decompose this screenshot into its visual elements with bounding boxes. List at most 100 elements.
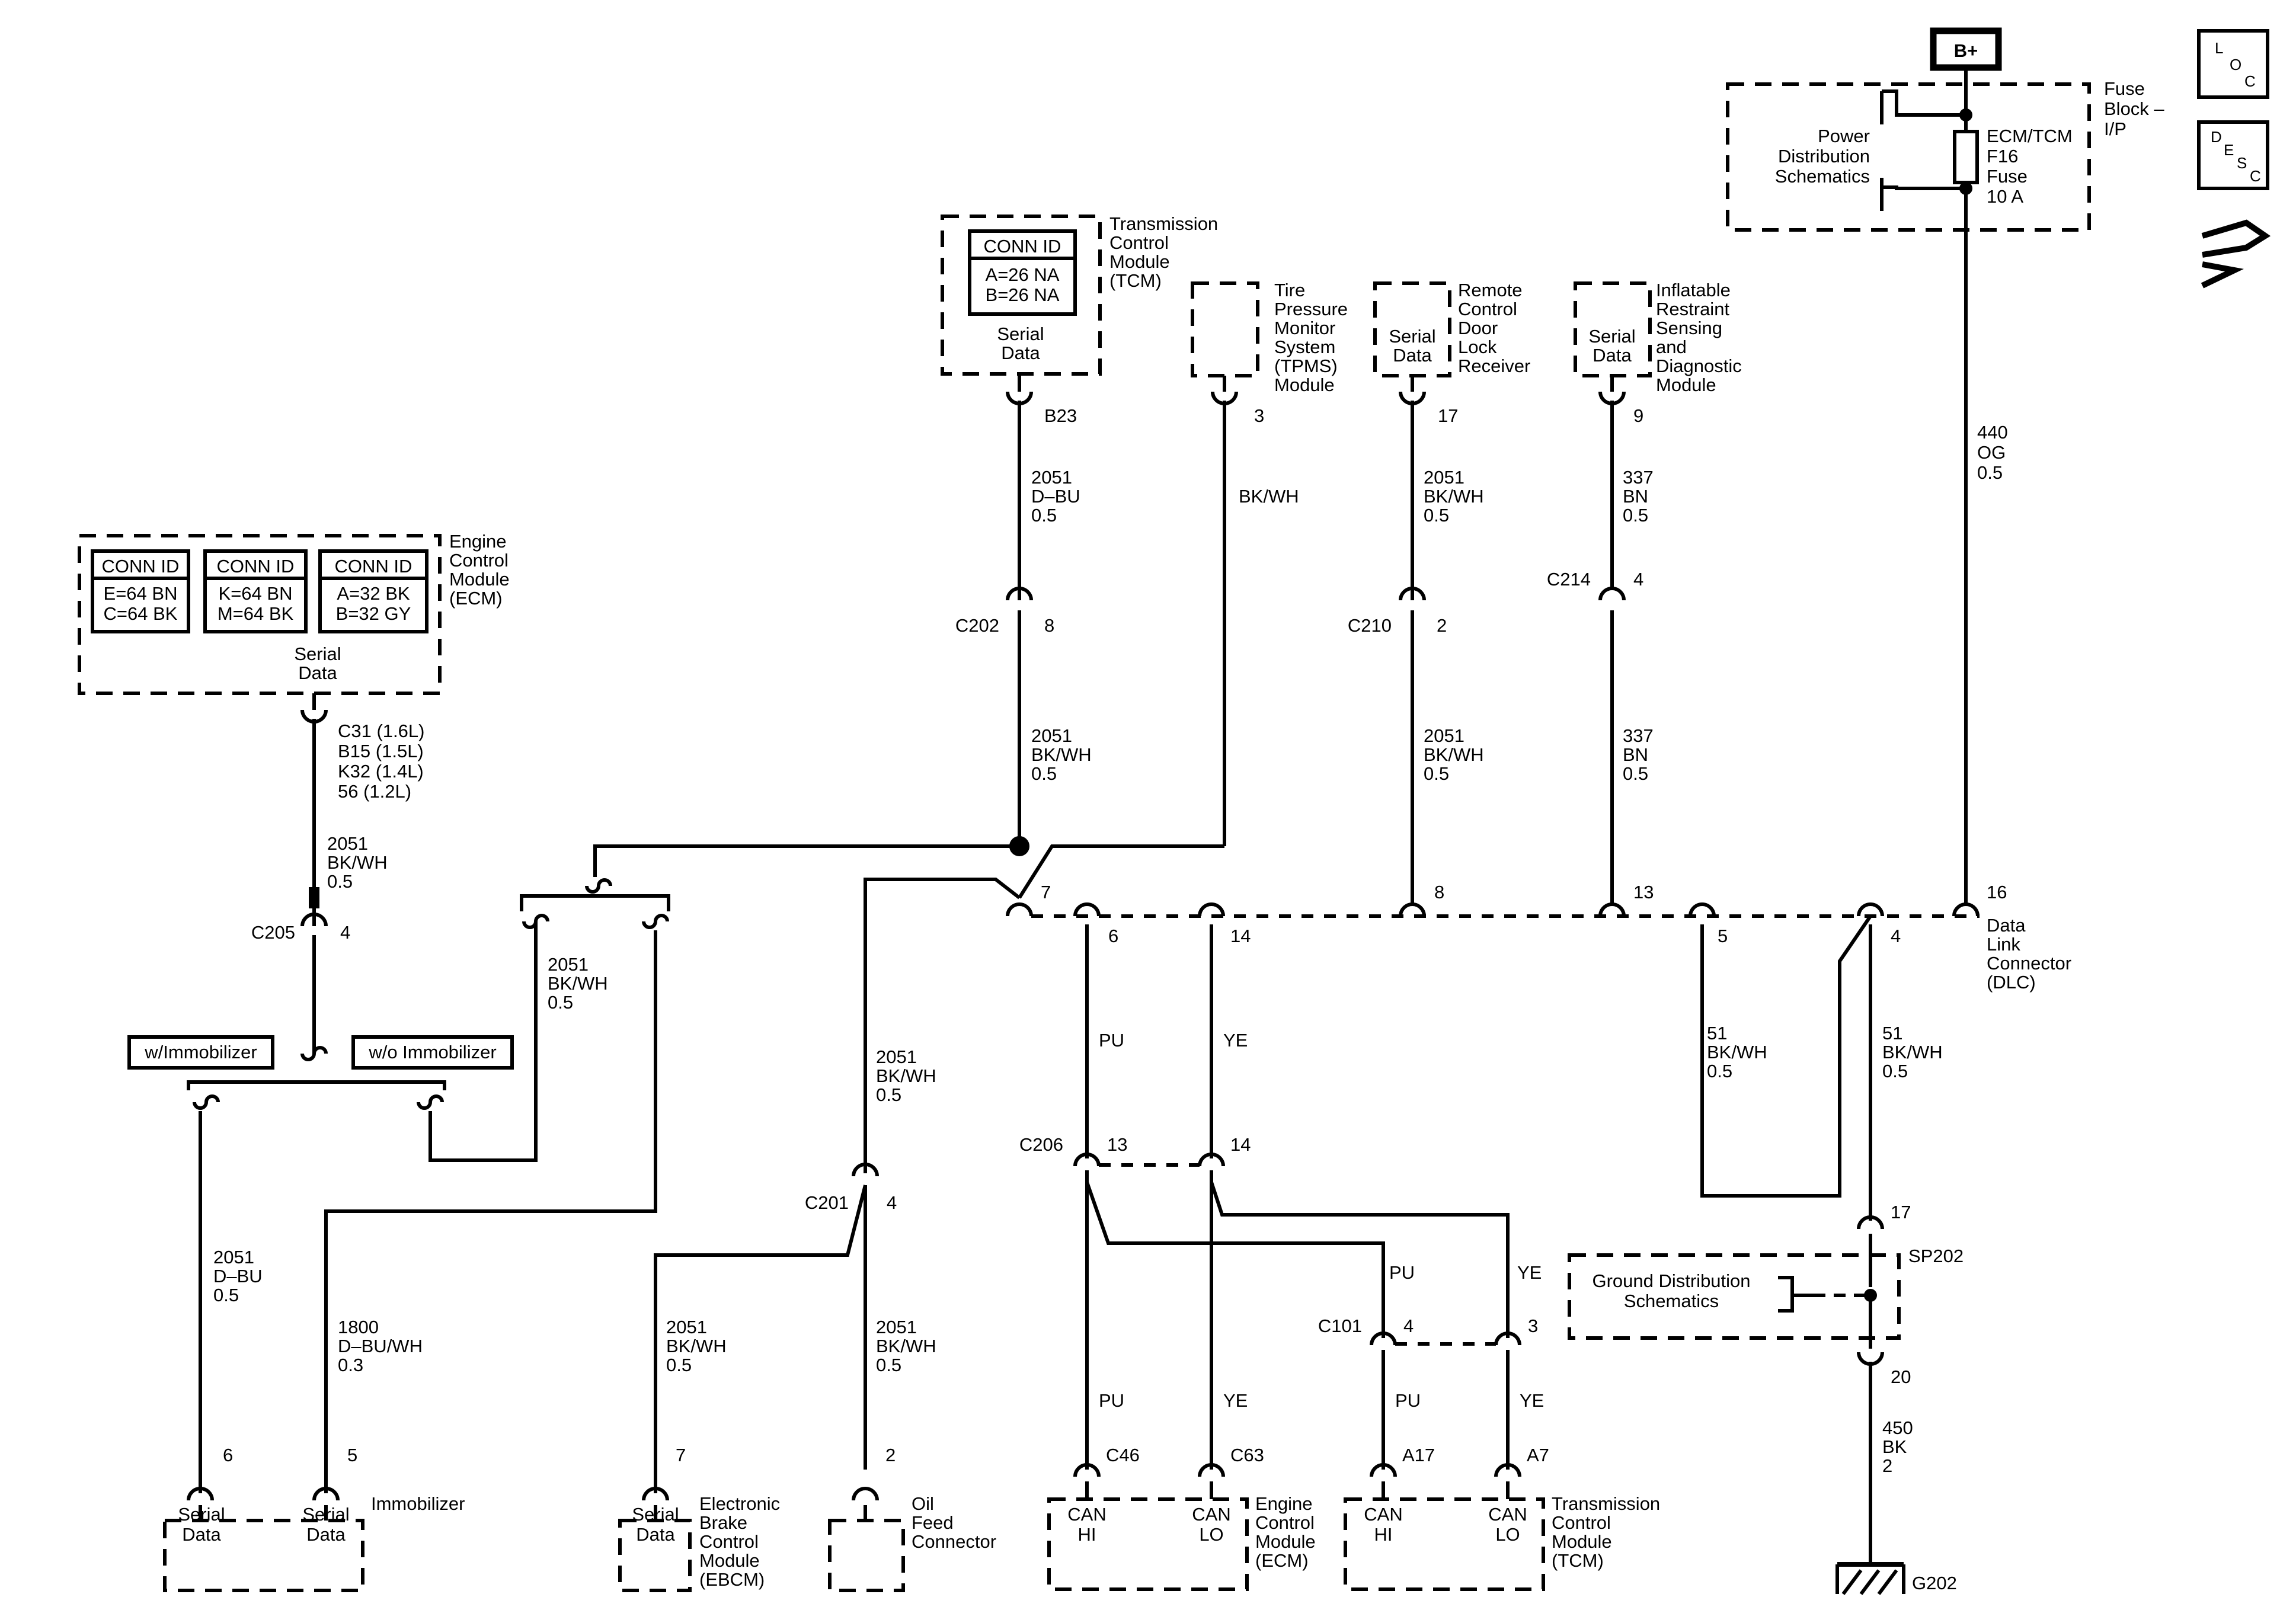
svg-text:PU: PU <box>1099 1390 1124 1411</box>
svg-text:2: 2 <box>1437 615 1447 636</box>
svg-text:CONN ID: CONN ID <box>984 236 1061 257</box>
svg-text:Immobilizer: Immobilizer <box>371 1493 465 1514</box>
svg-text:Door: Door <box>1458 318 1498 338</box>
svg-text:Remote: Remote <box>1458 280 1523 300</box>
svg-text:Module: Module <box>449 569 510 590</box>
tcm-conn-id-table <box>968 229 1077 316</box>
svg-text:20: 20 <box>1891 1366 1911 1387</box>
wire-440-line2: OG <box>1977 442 2006 463</box>
svg-text:(ECM): (ECM) <box>1255 1550 1309 1571</box>
fuse-id: F16 <box>1987 146 2018 167</box>
tcm-bottom-outline <box>1344 1497 1545 1591</box>
desc-icon[interactable] <box>2197 120 2269 190</box>
svg-text:13: 13 <box>1633 882 1654 902</box>
svg-text:B15 (1.5L): B15 (1.5L) <box>338 741 424 761</box>
svg-text:BK/WH: BK/WH <box>1882 1042 1943 1062</box>
svg-text:Module: Module <box>1255 1531 1316 1552</box>
svg-text:2051: 2051 <box>1424 467 1464 488</box>
fuse-rating: 10 A <box>1987 186 2023 207</box>
option-without-immobilizer <box>351 1035 514 1070</box>
svg-text:A7: A7 <box>1527 1445 1549 1465</box>
option-wiring <box>127 844 1019 1493</box>
svg-text:51: 51 <box>1707 1023 1727 1044</box>
svg-text:Inflatable: Inflatable <box>1656 280 1731 300</box>
svg-text:D–BU: D–BU <box>1031 486 1080 507</box>
svg-text:D: D <box>2211 128 2222 146</box>
svg-text:16: 16 <box>1987 882 2007 902</box>
svg-text:Serial: Serial <box>1588 326 1635 347</box>
svg-text:0.5: 0.5 <box>1031 763 1057 784</box>
svg-text:BK/WH: BK/WH <box>666 1336 727 1356</box>
svg-text:Module: Module <box>1274 375 1335 395</box>
svg-text:2051: 2051 <box>1031 467 1072 488</box>
svg-text:C210: C210 <box>1348 615 1392 636</box>
svg-text:Electronic: Electronic <box>699 1493 780 1514</box>
svg-text:A=26 NA: A=26 NA <box>986 264 1060 285</box>
svg-text:14: 14 <box>1230 926 1251 946</box>
svg-text:(DLC): (DLC) <box>1987 972 2036 993</box>
wire-440-line3: 0.5 <box>1977 462 2003 483</box>
option-without-immo-label: w/o Immobilizer <box>368 1042 496 1062</box>
svg-text:C31 (1.6L): C31 (1.6L) <box>338 721 424 741</box>
svg-text:O: O <box>2230 56 2241 73</box>
connector-view-icon[interactable] <box>2201 219 2271 289</box>
svg-text:Module: Module <box>1552 1531 1612 1552</box>
svg-text:7: 7 <box>1041 882 1051 902</box>
svg-text:K32 (1.4L): K32 (1.4L) <box>338 761 424 782</box>
c201-branch <box>618 878 1021 1592</box>
svg-text:0.5: 0.5 <box>876 1084 901 1105</box>
svg-text:Data: Data <box>298 662 337 683</box>
svg-text:E=64 BN: E=64 BN <box>104 583 178 604</box>
svg-text:Diagnostic: Diagnostic <box>1656 356 1742 376</box>
svg-text:Receiver: Receiver <box>1458 356 1530 376</box>
svg-text:2051: 2051 <box>327 833 368 854</box>
wire-440-line1: 440 <box>1977 422 2008 443</box>
svg-text:Data: Data <box>182 1524 221 1545</box>
loc-icon[interactable] <box>2197 29 2269 99</box>
svg-text:(TCM): (TCM) <box>1552 1550 1604 1571</box>
svg-text:14: 14 <box>1230 1134 1251 1155</box>
rcdlr-module <box>1373 281 1451 904</box>
side-icons <box>2197 29 2271 289</box>
svg-text:2051: 2051 <box>213 1247 254 1267</box>
svg-text:D–BU/WH: D–BU/WH <box>338 1336 423 1356</box>
svg-text:Monitor: Monitor <box>1274 318 1335 338</box>
can-bus-wiring <box>1047 924 1545 1591</box>
svg-text:BK/WH: BK/WH <box>1424 486 1484 507</box>
svg-text:(TCM): (TCM) <box>1109 270 1162 291</box>
svg-text:YE: YE <box>1520 1390 1544 1411</box>
svg-text:0.5: 0.5 <box>327 871 353 892</box>
svg-text:Link: Link <box>1987 934 2020 955</box>
svg-text:Data: Data <box>1987 915 2026 936</box>
svg-text:Serial: Serial <box>294 644 341 664</box>
svg-text:2051: 2051 <box>876 1046 917 1067</box>
svg-text:BK/WH: BK/WH <box>1031 744 1092 765</box>
svg-text:Data: Data <box>1593 345 1632 366</box>
svg-text:0.5: 0.5 <box>1031 505 1057 526</box>
option-with-immo-label: w/Immobilizer <box>144 1042 257 1062</box>
ebcm-outline <box>618 1519 692 1592</box>
svg-text:4: 4 <box>1891 926 1901 946</box>
dlc-connector <box>1006 902 1980 1221</box>
svg-text:5: 5 <box>347 1445 357 1465</box>
svg-text:Schematics: Schematics <box>1624 1291 1719 1311</box>
svg-text:6: 6 <box>223 1445 233 1465</box>
svg-text:A17: A17 <box>1402 1445 1435 1465</box>
svg-text:PU: PU <box>1395 1390 1421 1411</box>
svg-text:and: and <box>1656 337 1687 357</box>
power-section <box>1726 27 2091 904</box>
svg-text:9: 9 <box>1633 405 1643 426</box>
svg-text:3: 3 <box>1254 405 1264 426</box>
svg-text:4: 4 <box>887 1192 897 1213</box>
svg-text:Data: Data <box>636 1524 675 1545</box>
svg-text:Serial: Serial <box>1389 326 1435 347</box>
svg-text:BK/WH: BK/WH <box>548 973 608 994</box>
svg-text:CONN ID: CONN ID <box>335 556 412 577</box>
svg-text:BK/WH: BK/WH <box>1707 1042 1767 1062</box>
tpms-module <box>1018 281 1259 899</box>
svg-text:Sensing: Sensing <box>1656 318 1722 338</box>
svg-text:C46: C46 <box>1106 1445 1140 1465</box>
svg-text:8: 8 <box>1434 882 1444 902</box>
svg-text:0.3: 0.3 <box>338 1355 363 1375</box>
svg-text:Module: Module <box>699 1550 760 1571</box>
